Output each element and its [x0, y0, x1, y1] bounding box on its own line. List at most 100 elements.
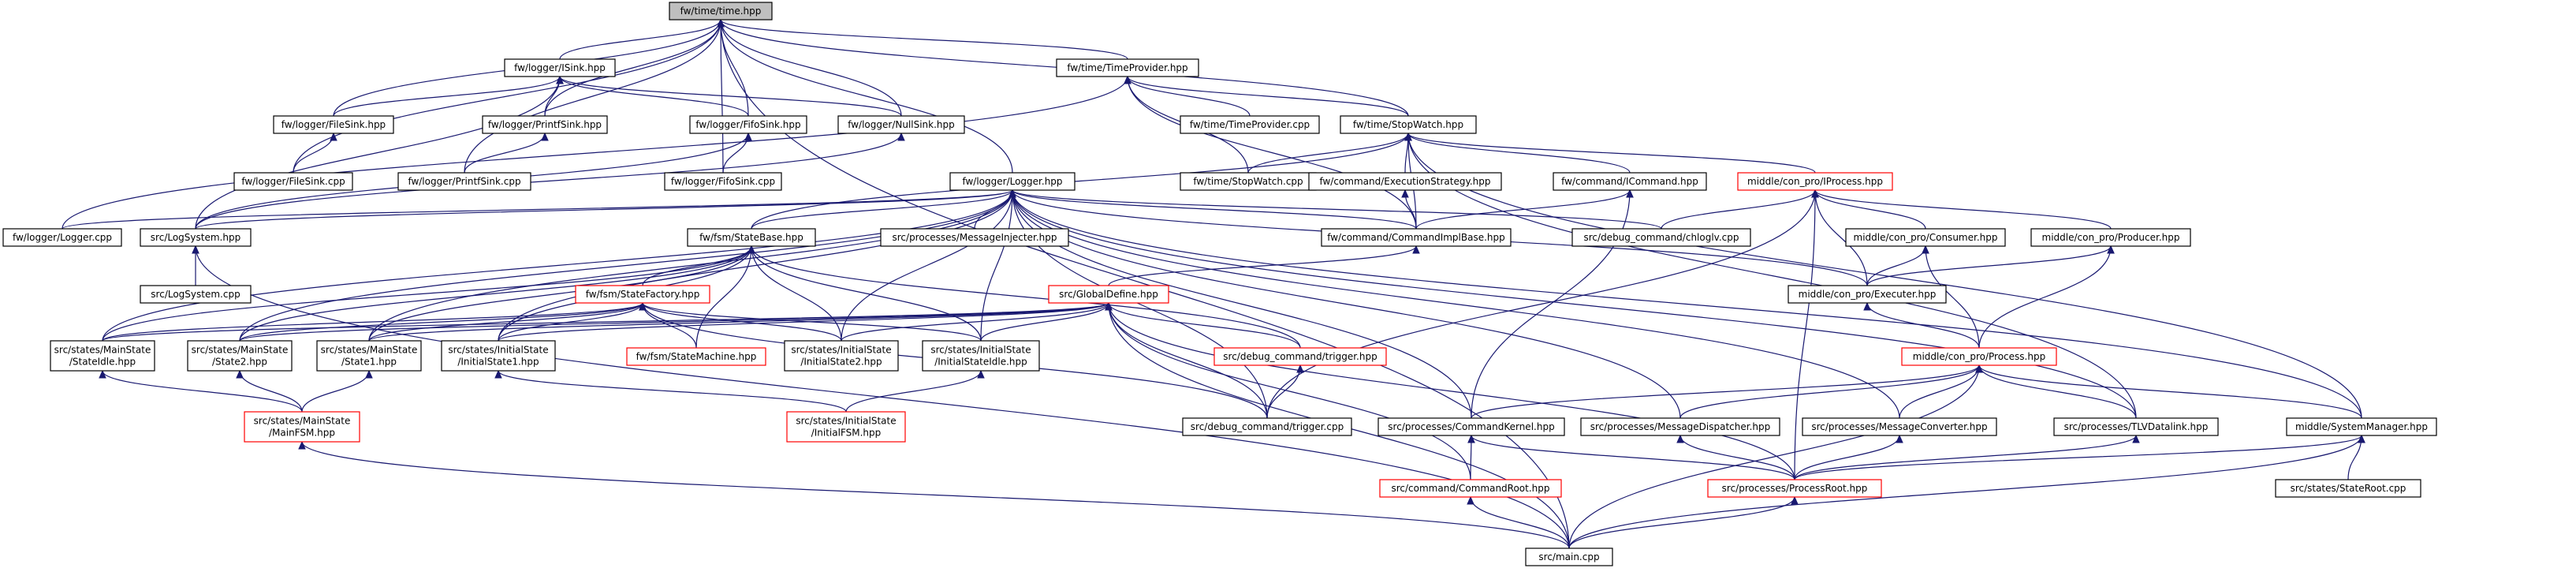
node-mainfsm-hpp[interactable]: src/states/MainState/MainFSM.hpp [244, 411, 360, 443]
node-printfsink-cpp[interactable]: fw/logger/PrintfSink.cpp [397, 172, 531, 191]
edge-trigger_cpp-to-trigger_hpp [1266, 364, 1304, 419]
node-box [233, 172, 353, 191]
node-cmdroot-hpp[interactable]: src/command/CommandRoot.hpp [1379, 479, 1562, 498]
node-box [2286, 417, 2437, 436]
node-isink-hpp[interactable]: fw/logger/ISink.hpp [504, 58, 616, 77]
node-label: /StateIdle.hpp [69, 357, 136, 368]
edge-processroot_hpp-to-cmdkernel_hpp [1467, 434, 1795, 480]
node-box [2030, 228, 2191, 247]
edge-filesink_cpp-to-filesink_hpp [293, 132, 337, 174]
edge-mainfsm_hpp-to-mainstate_state1 [301, 369, 373, 413]
node-trigger-hpp[interactable]: src/debug_command/trigger.hpp [1213, 347, 1387, 366]
node-printfsink-hpp[interactable]: fw/logger/PrintfSink.hpp [482, 115, 608, 134]
node-label: src/processes/MessageConverter.hpp [1811, 421, 1987, 432]
edge-main_cpp-to-sysmanager_hpp [1568, 434, 2365, 549]
node-label: src/processes/CommandKernel.hpp [1388, 421, 1554, 432]
edge-processroot_hpp-to-msgconverter_hpp [1794, 434, 1903, 480]
node-label: fw/logger/Logger.cpp [13, 232, 112, 243]
node-processroot-hpp[interactable]: src/processes/ProcessRoot.hpp [1707, 479, 1882, 498]
edge-mainfsm_hpp-to-mainstate_idle [99, 369, 303, 413]
node-box [1580, 417, 1780, 436]
node-timeprovider-hpp[interactable]: fw/time/TimeProvider.hpp [1056, 58, 1199, 77]
node-iprocess-hpp[interactable]: middle/con_pro/IProcess.hpp [1737, 172, 1893, 191]
node-globaldefine-hpp[interactable]: src/GlobalDefine.hpp [1048, 285, 1169, 304]
edge-initialfsm_hpp-to-initstate_state1 [494, 369, 847, 413]
edge-logger_cpp-to-logger_hpp [62, 189, 1016, 230]
node-logger-cpp[interactable]: fw/logger/Logger.cpp [2, 228, 122, 247]
node-mainstate-state2[interactable]: src/states/MainState/State2.hpp [187, 340, 293, 372]
node-logsystem-cpp[interactable]: src/LogSystem.cpp [140, 285, 252, 304]
node-nullsink-hpp[interactable]: fw/logger/NullSink.hpp [837, 115, 965, 134]
edge-processroot_hpp-to-msgdispatcher_hpp [1676, 434, 1795, 480]
node-producer-hpp[interactable]: middle/con_pro/Producer.hpp [2030, 228, 2191, 247]
edge-cmdkernel_hpp-to-icommand_hpp [1471, 189, 1634, 419]
node-mainstate-state1[interactable]: src/states/MainState/State1.hpp [316, 340, 422, 372]
node-label: fw/logger/PrintfSink.hpp [488, 119, 602, 130]
node-box [784, 340, 899, 372]
edge-msgconverter_hpp-to-process_hpp [1899, 364, 1983, 419]
edge-main_cpp-to-processroot_hpp [1568, 495, 1799, 549]
node-statemachine-hpp[interactable]: fw/fsm/StateMachine.hpp [626, 347, 766, 366]
node-logger-hpp[interactable]: fw/logger/Logger.hpp [949, 172, 1076, 191]
node-initstate-state1[interactable]: src/states/InitialState/InitialState1.hp… [441, 340, 556, 372]
node-label: fw/logger/Logger.hpp [962, 176, 1062, 187]
node-main-cpp[interactable]: src/main.cpp [1525, 547, 1613, 566]
node-consumer-hpp[interactable]: middle/con_pro/Consumer.hpp [1845, 228, 2006, 247]
node-label: /InitialStateIdle.hpp [934, 357, 1027, 368]
node-executer-hpp[interactable]: middle/con_pro/Executer.hpp [1788, 285, 1947, 304]
node-sysmanager-hpp[interactable]: middle/SystemManager.hpp [2286, 417, 2437, 436]
node-tlvdatalink-hpp[interactable]: src/processes/TLVDatalink.hpp [2053, 417, 2219, 436]
node-label: src/LogSystem.hpp [151, 232, 240, 243]
node-icommand-hpp[interactable]: fw/command/ICommand.hpp [1553, 172, 1707, 191]
node-initstate-state2[interactable]: src/states/InitialState/InitialState2.hp… [784, 340, 899, 372]
node-cmdkernel-hpp[interactable]: src/processes/CommandKernel.hpp [1377, 417, 1565, 436]
edge-timeprovider_hpp-to-time_hpp [717, 18, 1128, 60]
node-label: fw/logger/ISink.hpp [514, 62, 606, 73]
node-stateroot-cpp[interactable]: src/states/StateRoot.cpp [2275, 479, 2421, 498]
node-cmdimplbase-hpp[interactable]: fw/command/CommandImplBase.hpp [1321, 228, 1512, 247]
node-label: fw/logger/FileSink.cpp [241, 176, 345, 187]
node-label: src/processes/TLVDatalink.hpp [2064, 421, 2209, 432]
node-fifosink-cpp[interactable]: fw/logger/FifoSink.cpp [664, 172, 782, 191]
node-filesink-hpp[interactable]: fw/logger/FileSink.hpp [273, 115, 394, 134]
node-msginjecter-hpp[interactable]: src/processes/MessageInjecter.hpp [880, 228, 1069, 247]
node-box [140, 285, 252, 304]
edge-executer_hpp-to-producer_hpp [1866, 245, 2115, 286]
node-label: fw/fsm/StateMachine.hpp [636, 351, 757, 362]
edge-logsystem_hpp-to-nullsink_hpp [195, 132, 905, 230]
node-logsystem-hpp[interactable]: src/LogSystem.hpp [140, 228, 252, 247]
node-stopwatch-cpp[interactable]: fw/time/StopWatch.cpp [1180, 172, 1317, 191]
node-box [1553, 172, 1707, 191]
node-trigger-cpp[interactable]: src/debug_command/trigger.cpp [1182, 417, 1352, 436]
node-initialfsm-hpp[interactable]: src/states/InitialState/InitialFSM.hpp [786, 411, 906, 443]
node-box [2, 228, 122, 247]
node-statefactory-hpp[interactable]: fw/fsm/StateFactory.hpp [575, 285, 710, 304]
node-label: fw/time/StopWatch.cpp [1193, 176, 1303, 187]
node-statebase-hpp[interactable]: fw/fsm/StateBase.hpp [687, 228, 816, 247]
node-initstate-idle[interactable]: src/states/InitialState/InitialStateIdle… [922, 340, 1040, 372]
node-execstrategy-hpp[interactable]: fw/command/ExecutionStrategy.hpp [1308, 172, 1502, 191]
node-box [687, 228, 816, 247]
node-time-hpp[interactable]: fw/time/time.hpp [669, 2, 773, 21]
node-fifosink-hpp[interactable]: fw/logger/FifoSink.hpp [689, 115, 807, 134]
node-mainstate-idle[interactable]: src/states/MainState/StateIdle.hpp [50, 340, 155, 372]
edge-main_cpp-to-cmdroot_hpp [1467, 495, 1570, 549]
node-msgdispatcher-hpp[interactable]: src/processes/MessageDispatcher.hpp [1580, 417, 1780, 436]
node-label: /InitialState2.hpp [800, 357, 882, 368]
edge-main_cpp-to-time_hpp [717, 18, 1570, 549]
node-box [1180, 115, 1320, 134]
node-label: src/states/MainState [321, 345, 418, 356]
node-timeprovider-cpp[interactable]: fw/time/TimeProvider.cpp [1180, 115, 1320, 134]
node-process-hpp[interactable]: middle/con_pro/Process.hpp [1901, 347, 2057, 366]
node-label: src/states/MainState [192, 345, 289, 356]
node-box [244, 411, 360, 443]
edge-tlvdatalink_hpp-to-process_hpp [1975, 364, 2137, 419]
node-chloglv-cpp[interactable]: src/debug_command/chloglv.cpp [1571, 228, 1751, 247]
node-filesink-cpp[interactable]: fw/logger/FileSink.cpp [233, 172, 353, 191]
node-stopwatch-hpp[interactable]: fw/time/StopWatch.hpp [1340, 115, 1477, 134]
node-msgconverter-hpp[interactable]: src/processes/MessageConverter.hpp [1802, 417, 1997, 436]
node-label: src/states/MainState [54, 345, 151, 356]
node-box [1707, 479, 1882, 498]
node-label: src/debug_command/chloglv.cpp [1584, 232, 1739, 243]
